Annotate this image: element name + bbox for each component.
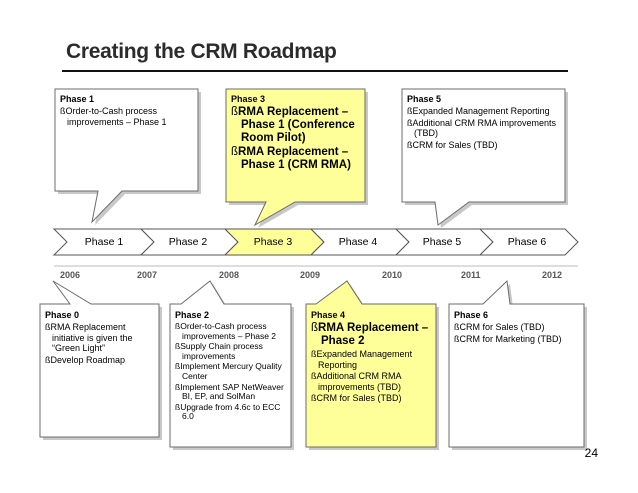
callout-bottom-2 (169, 280, 292, 448)
chevron-label-2: Phase 2 (168, 236, 208, 248)
year-label: 2011 (461, 270, 481, 280)
callout-bottom-6 (448, 279, 585, 448)
box-header: Phase 5 (407, 94, 442, 104)
box-item: ßImplement Mercury Quality Center (175, 361, 282, 381)
box-item: ßRMA Replacement – Phase 1 (CRM RMA) (231, 146, 351, 171)
callout-top-5 (401, 88, 566, 226)
year-label: 2009 (300, 270, 321, 280)
callout-top-3 (225, 88, 366, 227)
phase-5-box: Phase 5 ßExpanded Management Reporting ß… (403, 90, 565, 153)
year-label: 2007 (137, 270, 158, 280)
box-item: ßExpanded Management Reporting (407, 106, 550, 116)
callout-bottom-4 (305, 280, 437, 448)
box-header: Phase 4 (311, 310, 346, 320)
chevron-label-1: Phase 1 (84, 236, 124, 248)
box-item: ßAdditional CRM RMA improvements (TBD) (407, 117, 557, 139)
box-item: ßOrder-to-Cash process improvements – Ph… (60, 106, 167, 127)
box-item: ßRMA Replacement initiative is given the… (45, 322, 133, 353)
page-title: Creating the CRM Roadmap (66, 40, 337, 63)
page-number: 24 (584, 446, 598, 460)
chevron-label-6: Phase 6 (507, 236, 547, 248)
callout-top-1 (54, 88, 199, 224)
box-header: Phase 2 (175, 310, 210, 320)
chevron-label-4: Phase 4 (338, 236, 378, 248)
box-item: ßCRM for Sales (TBD) (407, 139, 498, 150)
box-header: Phase 1 (60, 94, 95, 104)
chevron-label-5: Phase 5 (422, 236, 462, 248)
box-item: ßSupply Chain process improvements (175, 341, 263, 361)
box-item: ßUpgrade from 4.6c to ECC 6.0 (175, 401, 281, 422)
box-header: Phase 3 (231, 94, 266, 104)
phase-4-box: Phase 4 ßRMA Replacement – Phase 2 ßExpa… (307, 306, 436, 407)
box-item: ßCRM for Sales (TBD) (311, 393, 402, 403)
callout-bottom-0 (39, 280, 160, 438)
chevron-phase-6 (478, 228, 579, 256)
phase-2-box: Phase 2 ßOrder-to-Cash process improveme… (171, 306, 291, 425)
year-label: 2006 (60, 270, 81, 280)
box-item: ßCRM for Marketing (TBD) (454, 333, 562, 344)
year-label: 2010 (382, 270, 403, 280)
box-item: ßDevelop Roadmap (45, 354, 126, 365)
box-item: ßRMA Replacement – Phase 2 (311, 322, 429, 347)
phase-0-box: Phase 0 ßRMA Replacement initiative is g… (41, 306, 159, 368)
phase-3-box: Phase 3 ßRMA Replacement – Phase 1 (Conf… (227, 90, 365, 175)
year-label: 2012 (542, 270, 563, 280)
title-underline (62, 70, 568, 72)
box-item: ßExpanded Management Reporting (311, 349, 413, 370)
box-header: Phase 0 (45, 310, 80, 320)
box-header: Phase 6 (454, 310, 489, 320)
box-item: ßCRM for Sales (TBD) (454, 322, 545, 332)
phase-6-box: Phase 6 ßCRM for Sales (TBD) ßCRM for Ma… (450, 306, 584, 347)
chevron-label-3: Phase 3 (253, 236, 293, 248)
box-item: ßOrder-to-Cash process improvements – Ph… (175, 321, 277, 341)
box-item: ßImplement SAP NetWeaver BI, EP, and Sol… (175, 381, 284, 402)
year-label: 2008 (219, 270, 240, 280)
box-item: ßRMA Replacement – Phase 1 (Conference R… (231, 106, 355, 144)
phase-1-box: Phase 1 ßOrder-to-Cash process improveme… (56, 90, 198, 130)
box-item: ßAdditional CRM RMA improvements (TBD) (311, 371, 402, 392)
